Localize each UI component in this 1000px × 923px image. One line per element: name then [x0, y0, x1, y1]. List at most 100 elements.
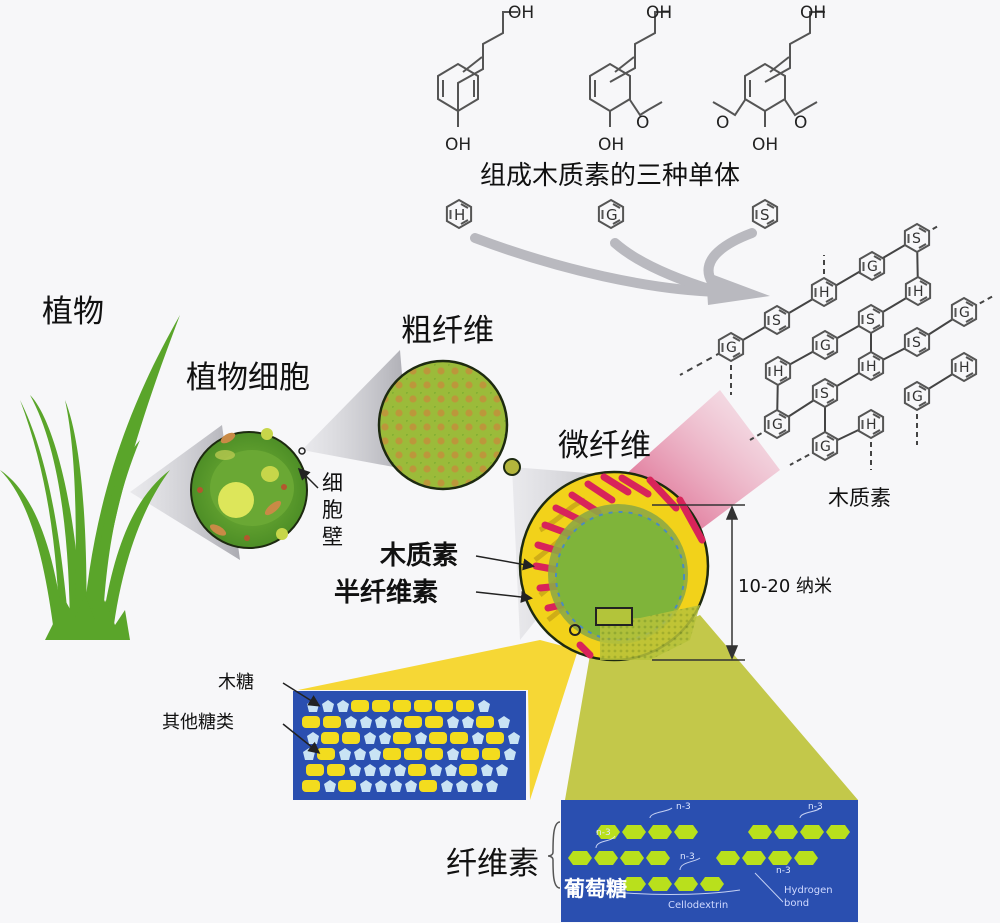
glucose-unit — [768, 851, 792, 865]
other-sugar-unit — [379, 764, 391, 776]
xylose-unit — [327, 764, 345, 776]
lignin-unit-s: S — [811, 378, 839, 408]
xylose-unit — [321, 732, 339, 744]
glucose-unit — [674, 825, 698, 839]
other-sugar-unit — [478, 700, 490, 712]
other-sugar-unit — [349, 764, 361, 776]
other-sugar-unit — [360, 780, 372, 792]
other-sugar-unit — [322, 700, 334, 712]
other-sugar-unit — [375, 780, 387, 792]
unit-icon-h: H — [445, 199, 473, 229]
hemicellulose-label: 半纤维素 — [334, 578, 439, 608]
polymerization-arrowhead — [706, 272, 770, 305]
glucose-unit — [646, 851, 670, 865]
other-sugar-unit — [496, 764, 508, 776]
lignin-network-units: S G H H S S G G G S H H H S G G H G — [717, 223, 978, 461]
other-sugar-unit — [379, 732, 391, 744]
oh-label: OH — [800, 3, 826, 23]
other-sugars-pointer — [282, 723, 321, 754]
xylose-unit — [419, 780, 437, 792]
xylose-unit — [435, 700, 453, 712]
other-sugar-unit — [472, 732, 484, 744]
xylose-unit — [404, 716, 422, 728]
other-sugar-unit — [445, 764, 457, 776]
svg-text:S: S — [820, 386, 829, 402]
monomer-s-structure — [712, 11, 825, 127]
glucose-unit — [742, 851, 766, 865]
xylose-unit — [425, 748, 443, 760]
glucose-unit — [622, 877, 646, 891]
lignin-unit-h: H — [764, 356, 792, 386]
xylose-unit — [456, 700, 474, 712]
other-sugar-unit — [504, 748, 516, 760]
glucose-unit — [826, 825, 850, 839]
lignin-unit-g: G — [811, 431, 839, 461]
xylose-label: 木糖 — [218, 672, 254, 693]
cell-wall-label: 细胞壁 — [322, 471, 343, 549]
methoxy-o-label: O — [716, 113, 729, 133]
glucose-unit — [648, 825, 672, 839]
lignin-unit-g: G — [950, 297, 978, 327]
beam-microfibril-to-hemicellulose — [298, 640, 578, 800]
lignin-unit-s: S — [857, 304, 885, 334]
other-sugar-unit — [337, 700, 349, 712]
oh-label: OH — [508, 3, 534, 23]
diameter-dimension — [652, 504, 745, 661]
xylose-unit — [482, 748, 500, 760]
xylose-unit — [414, 700, 432, 712]
repeat-label: n-3 — [808, 802, 823, 812]
other-sugar-unit — [360, 716, 372, 728]
svg-text:G: G — [772, 417, 783, 433]
other-sugar-unit — [447, 716, 459, 728]
xylose-pointer — [282, 682, 321, 707]
xylose-unit — [317, 748, 335, 760]
microfibril-label: 微纤维 — [558, 428, 651, 464]
unit-icon-g: G — [597, 199, 625, 229]
glucose-unit — [674, 877, 698, 891]
svg-text:H: H — [454, 206, 465, 224]
xylose-unit — [404, 748, 422, 760]
svg-text:H: H — [773, 364, 784, 380]
repeat-label: n-3 — [776, 866, 791, 876]
xylose-unit — [461, 748, 479, 760]
lignin-unit-g: G — [717, 332, 745, 362]
methoxy-o-label: O — [794, 113, 807, 133]
microfibril-illustration — [518, 470, 710, 662]
glucose-unit — [716, 851, 740, 865]
other-sugar-unit — [364, 732, 376, 744]
plant-illustration — [0, 315, 180, 640]
hemicellulose-panel — [293, 691, 526, 800]
svg-text:H: H — [866, 359, 877, 375]
oh-label: OH — [598, 135, 624, 155]
lignin-unit-s: S — [903, 327, 931, 357]
repeat-label: n-3 — [596, 828, 611, 838]
glucose-unit — [568, 851, 592, 865]
lignin-unit-s: S — [903, 223, 931, 253]
other-sugar-unit — [345, 716, 357, 728]
other-sugar-unit — [390, 780, 402, 792]
cellulose-panel — [561, 800, 858, 922]
monomer-oh-labels: OH OH OH OH OH OH O O O — [445, 3, 826, 155]
glucose-unit — [620, 851, 644, 865]
svg-text:S: S — [760, 206, 770, 224]
lignin-unit-h: H — [950, 352, 978, 382]
other-sugar-unit — [441, 780, 453, 792]
lignin-unit-g: G — [858, 251, 886, 281]
other-sugar-unit — [456, 780, 468, 792]
diameter-label: 10-20 纳米 — [738, 576, 833, 597]
xylose-unit — [450, 732, 468, 744]
lignin-network-label: 木质素 — [828, 486, 891, 510]
monomer-g-structure — [589, 11, 670, 127]
other-sugar-unit — [498, 716, 510, 728]
glucose-unit — [748, 825, 772, 839]
xylose-unit — [372, 700, 390, 712]
svg-text:H: H — [959, 360, 970, 376]
oh-label: OH — [752, 135, 778, 155]
cellulose-brace — [547, 821, 561, 889]
xylose-unit — [302, 716, 320, 728]
other-sugar-unit — [369, 748, 381, 760]
glucose-unit — [622, 825, 646, 839]
svg-text:G: G — [726, 340, 737, 356]
other-sugars-label: 其他糖类 — [162, 712, 234, 733]
lignin-unit-g: G — [903, 381, 931, 411]
